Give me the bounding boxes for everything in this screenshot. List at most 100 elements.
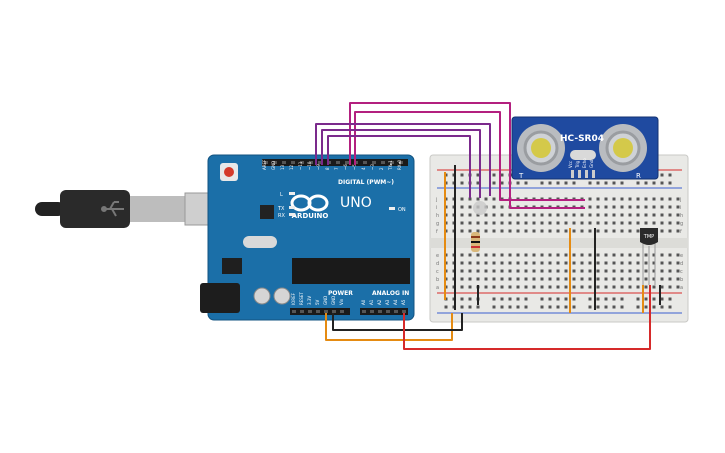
bb-hole[interactable] [636, 229, 640, 233]
bb-hole[interactable] [548, 229, 552, 233]
bb-hole[interactable] [668, 213, 672, 217]
bb-hole[interactable] [604, 221, 608, 225]
bb-rail-hole[interactable] [636, 181, 640, 185]
bb-hole[interactable] [460, 229, 464, 233]
bb-hole[interactable] [500, 221, 504, 225]
bb-hole[interactable] [636, 269, 640, 273]
bb-rail-hole[interactable] [564, 297, 568, 301]
bb-hole[interactable] [484, 229, 488, 233]
bb-hole[interactable] [628, 197, 632, 201]
bb-hole[interactable] [556, 285, 560, 289]
bb-hole[interactable] [476, 213, 480, 217]
bb-hole[interactable] [580, 221, 584, 225]
bb-hole[interactable] [660, 285, 664, 289]
bb-rail-hole[interactable] [644, 305, 648, 309]
bb-rail-hole[interactable] [548, 305, 552, 309]
bb-rail-hole[interactable] [612, 181, 616, 185]
bb-hole[interactable] [492, 205, 496, 209]
bb-hole[interactable] [588, 205, 592, 209]
bb-rail-hole[interactable] [668, 173, 672, 177]
bb-hole[interactable] [676, 197, 680, 201]
bb-hole[interactable] [660, 221, 664, 225]
bb-hole[interactable] [676, 213, 680, 217]
bb-hole[interactable] [644, 261, 648, 265]
analog-header[interactable] [360, 308, 408, 315]
bb-hole[interactable] [516, 213, 520, 217]
bb-hole[interactable] [596, 277, 600, 281]
bb-rail-hole[interactable] [588, 305, 592, 309]
bb-hole[interactable] [556, 253, 560, 257]
digital-pin-2[interactable] [282, 161, 286, 164]
bb-hole[interactable] [508, 221, 512, 225]
bb-hole[interactable] [572, 269, 576, 273]
bb-rail-hole[interactable] [596, 181, 600, 185]
bb-hole[interactable] [476, 197, 480, 201]
bb-hole[interactable] [572, 229, 576, 233]
bb-hole[interactable] [540, 221, 544, 225]
wires[interactable] [315, 102, 661, 350]
bb-hole[interactable] [628, 205, 632, 209]
bb-rail-hole[interactable] [476, 305, 480, 309]
digital-pin-15[interactable] [399, 161, 403, 164]
bb-hole[interactable] [484, 253, 488, 257]
bb-hole[interactable] [636, 205, 640, 209]
bb-rail-hole[interactable] [540, 181, 544, 185]
bb-hole[interactable] [532, 261, 536, 265]
bb-hole[interactable] [468, 269, 472, 273]
bb-hole[interactable] [500, 269, 504, 273]
bb-rail-hole[interactable] [460, 181, 464, 185]
bb-hole[interactable] [524, 269, 528, 273]
bb-hole[interactable] [532, 221, 536, 225]
bb-hole[interactable] [580, 253, 584, 257]
bb-rail-hole[interactable] [644, 297, 648, 301]
bb-hole[interactable] [612, 269, 616, 273]
bb-hole[interactable] [644, 205, 648, 209]
bb-rail-hole[interactable] [660, 181, 664, 185]
bb-rail-hole[interactable] [468, 297, 472, 301]
bb-rail-hole[interactable] [444, 305, 448, 309]
wire-orange-5v[interactable] [325, 313, 453, 341]
sensor-pin-trig[interactable] [578, 170, 581, 178]
reset-button[interactable] [224, 167, 234, 177]
bb-hole[interactable] [604, 285, 608, 289]
bb-hole[interactable] [580, 277, 584, 281]
bb-hole[interactable] [484, 213, 488, 217]
bb-rail-hole[interactable] [668, 297, 672, 301]
wire-purple-3[interactable] [327, 135, 471, 198]
bb-rail-hole[interactable] [508, 305, 512, 309]
bb-hole[interactable] [460, 197, 464, 201]
bb-hole[interactable] [548, 253, 552, 257]
bb-rail-hole[interactable] [652, 181, 656, 185]
bb-hole[interactable] [492, 229, 496, 233]
bb-rail-hole[interactable] [460, 173, 464, 177]
bb-hole[interactable] [516, 269, 520, 273]
bb-hole[interactable] [636, 197, 640, 201]
bb-hole[interactable] [628, 285, 632, 289]
bb-rail-hole[interactable] [556, 305, 560, 309]
bb-hole[interactable] [460, 261, 464, 265]
bb-hole[interactable] [476, 269, 480, 273]
bb-hole[interactable] [604, 261, 608, 265]
power-pin-0[interactable] [292, 310, 296, 313]
bb-hole[interactable] [468, 213, 472, 217]
analog-pin-0[interactable] [362, 310, 366, 313]
bb-hole[interactable] [628, 229, 632, 233]
bb-hole[interactable] [660, 261, 664, 265]
bb-hole[interactable] [468, 253, 472, 257]
bb-hole[interactable] [548, 269, 552, 273]
bb-rail-hole[interactable] [524, 297, 528, 301]
bb-hole[interactable] [652, 197, 656, 201]
bb-rail-hole[interactable] [620, 181, 624, 185]
bb-hole[interactable] [612, 277, 616, 281]
bb-rail-hole[interactable] [612, 297, 616, 301]
bb-hole[interactable] [548, 261, 552, 265]
bb-hole[interactable] [580, 261, 584, 265]
bb-hole[interactable] [620, 213, 624, 217]
bb-hole[interactable] [556, 229, 560, 233]
bb-hole[interactable] [676, 269, 680, 273]
bb-rail-hole[interactable] [612, 305, 616, 309]
bb-hole[interactable] [612, 229, 616, 233]
bb-hole[interactable] [556, 277, 560, 281]
bb-hole[interactable] [588, 213, 592, 217]
